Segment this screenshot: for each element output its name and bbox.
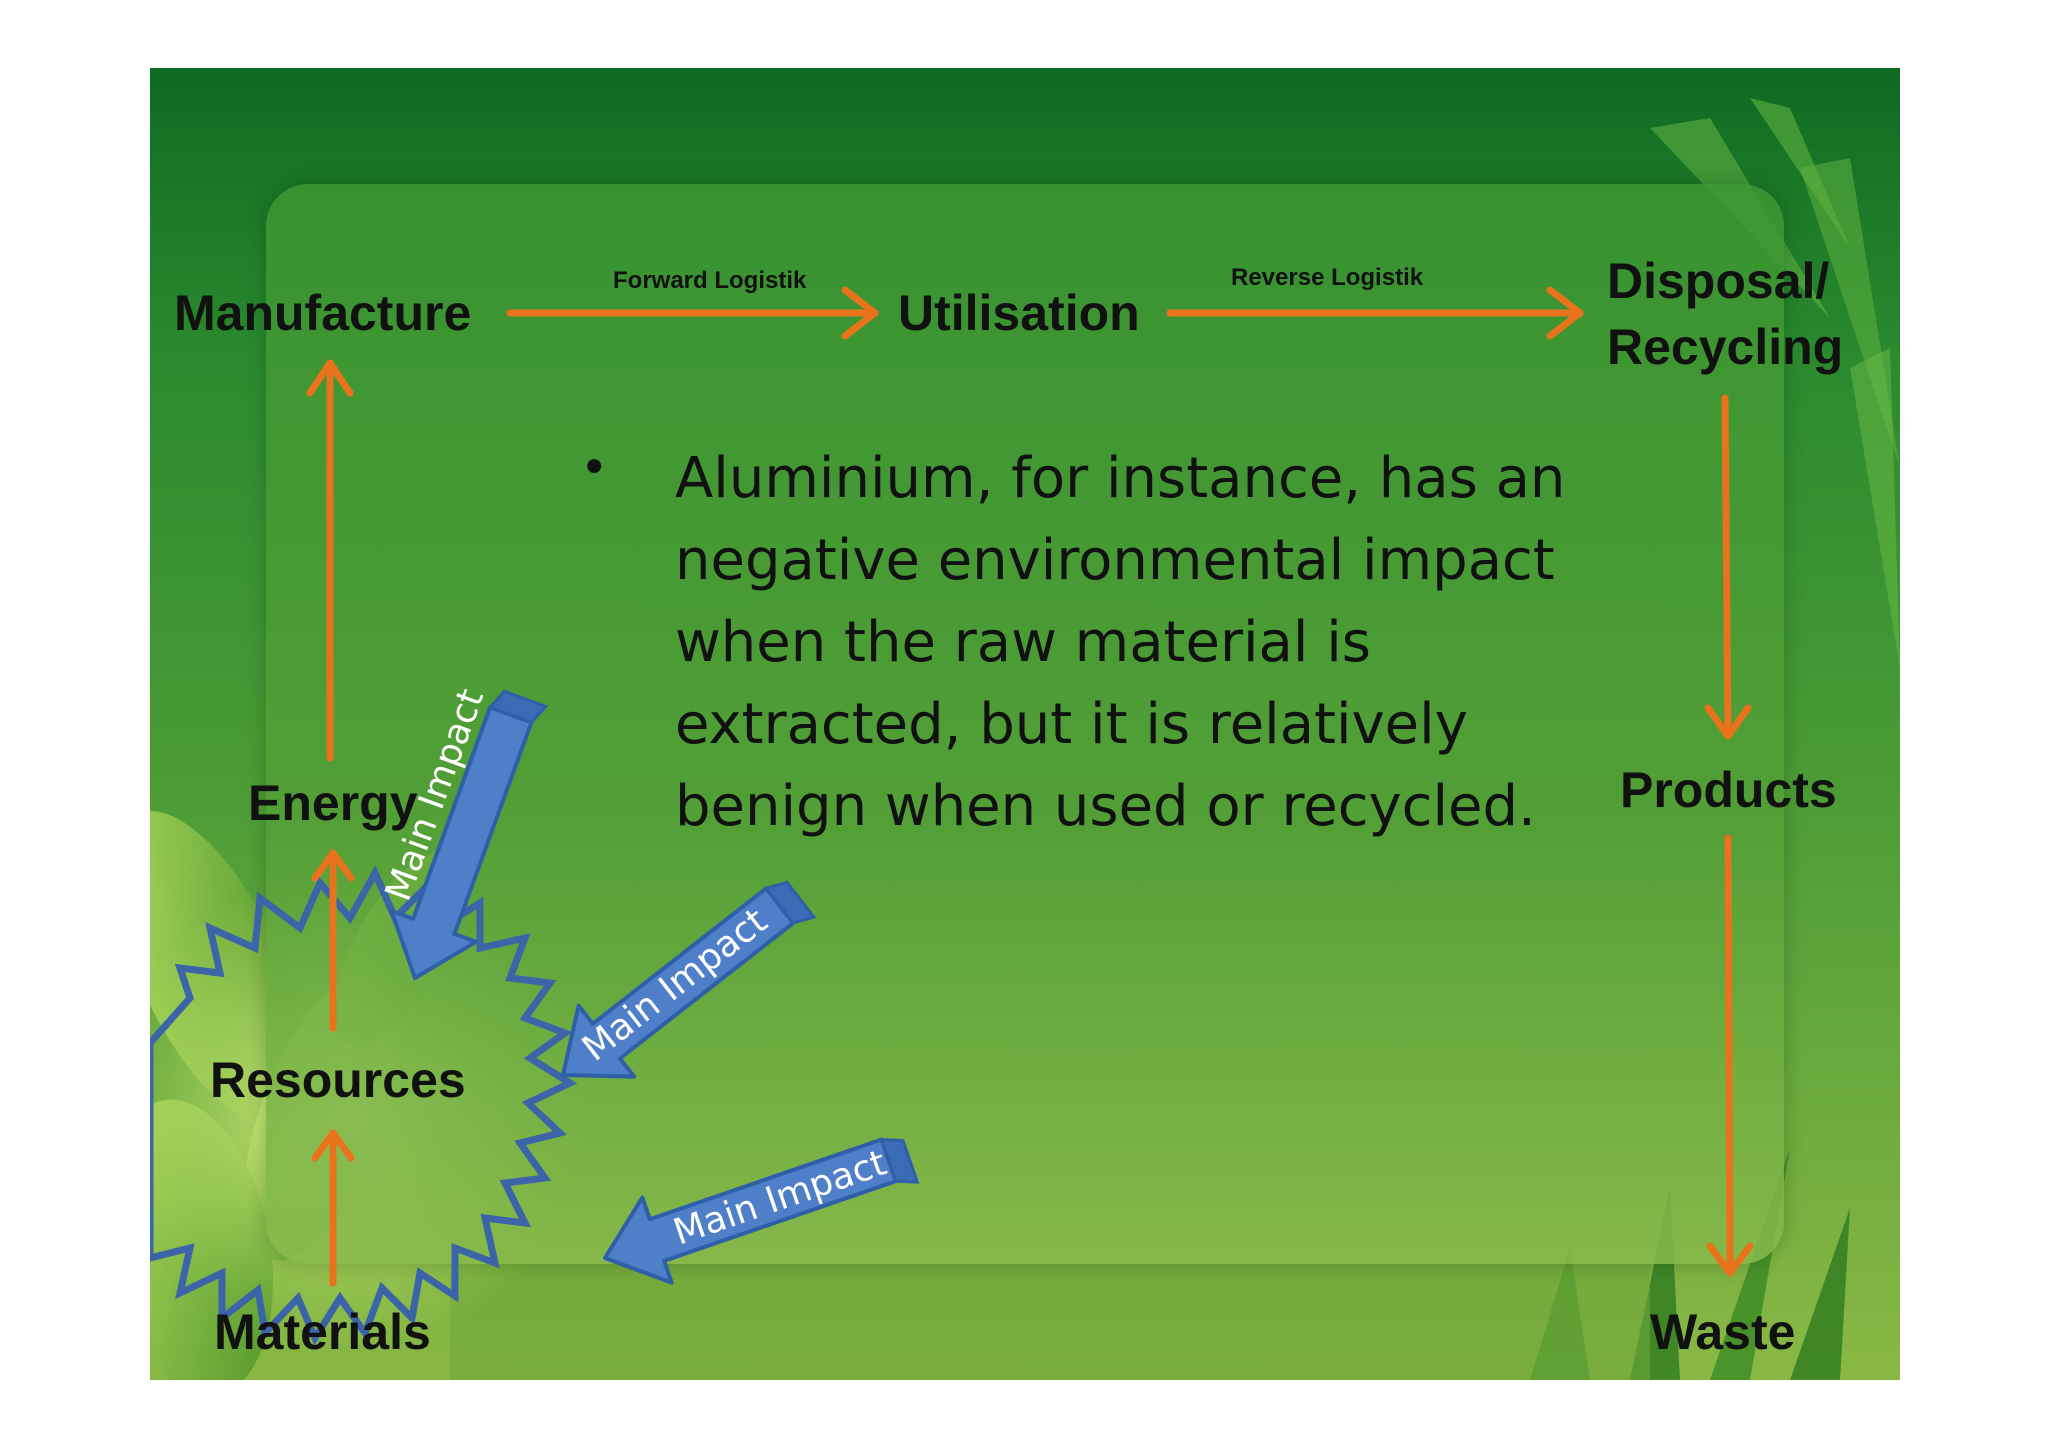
bullet-line: Aluminium, for instance, has an	[675, 446, 1566, 511]
bullet-line: extracted, but it is relatively	[675, 692, 1468, 757]
disposal-to-products-head	[1704, 704, 1752, 740]
resources-to-energy-head	[311, 849, 355, 882]
bullet-text: Aluminium, for instance, has an negative…	[675, 438, 1695, 848]
node-manufacture: Manufacture	[174, 285, 472, 341]
resources-burst-shape	[150, 865, 578, 1346]
node-waste: Waste	[1650, 1304, 1796, 1360]
bullet-line: benign when used or recycled.	[675, 774, 1536, 839]
disposal-to-products-line	[1721, 394, 1732, 740]
main-impact-arrow-2	[561, 880, 817, 1079]
main-impact-arrow-3	[603, 1137, 920, 1285]
main-impact-arrow-1	[389, 689, 549, 980]
node-disposal-line1: Disposal/	[1607, 253, 1830, 309]
bullet-line: negative environmental impact	[675, 528, 1555, 593]
node-disposal-line2: Recycling	[1607, 319, 1844, 375]
products-to-waste-head	[1706, 1242, 1754, 1277]
edge-label-reverse: Reverse Logistik	[1231, 264, 1424, 291]
products-to-waste-line	[1724, 834, 1734, 1277]
slide: Main Impact Main Impact Main Impact Manu…	[150, 68, 1900, 1380]
node-resources: Resources	[210, 1052, 466, 1108]
energy-to-manufacture-head	[306, 359, 354, 397]
bullet-icon: •	[580, 440, 609, 496]
bullet-line: when the raw material is	[675, 610, 1371, 675]
node-materials: Materials	[214, 1304, 431, 1360]
node-energy: Energy	[248, 775, 418, 831]
edge-label-forward: Forward Logistik	[613, 267, 807, 294]
forward-arrow-head	[841, 286, 879, 340]
reverse-arrow-head	[1546, 286, 1584, 340]
node-utilisation: Utilisation	[898, 285, 1140, 341]
materials-to-resources-head	[311, 1129, 355, 1162]
node-products: Products	[1620, 762, 1837, 818]
diagram-graphics	[150, 286, 1754, 1346]
